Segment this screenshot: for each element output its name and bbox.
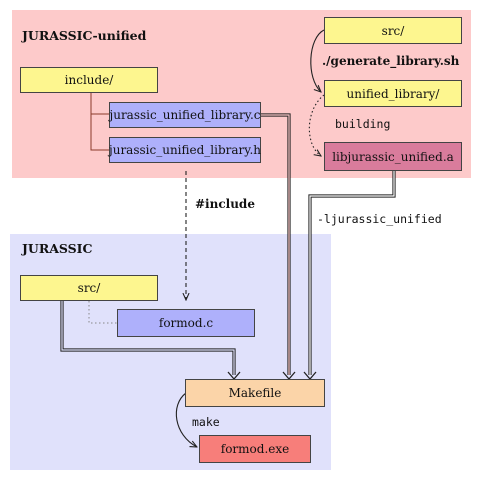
unified-library-c-node: jurassic_unified_library.c bbox=[109, 102, 261, 128]
link-makefile-edge bbox=[308, 171, 396, 375]
src-formod-edge bbox=[88, 301, 117, 324]
generate-label: ./generate_library.sh bbox=[322, 54, 460, 68]
formod-c-node: formod.c bbox=[117, 309, 255, 337]
include-tree-edge bbox=[90, 93, 109, 151]
libjurassic-unified-node: libjurassic_unified.a bbox=[324, 142, 462, 171]
make-label: make bbox=[192, 415, 220, 429]
makefile-node: Makefile bbox=[185, 379, 325, 407]
link-flag-label: -ljurassic_unified bbox=[317, 212, 442, 226]
include-label: #include bbox=[195, 197, 255, 211]
include-dir-node: include/ bbox=[20, 67, 158, 93]
unified-library-dir-node: unified_library/ bbox=[324, 80, 462, 107]
jurassic-unified-group-title: JURASSIC-unified bbox=[22, 28, 147, 43]
make-edge bbox=[175, 392, 197, 447]
unified-src-node: src/ bbox=[324, 17, 462, 44]
library-makefile-edge bbox=[261, 113, 291, 375]
jurassic-group-title: JURASSIC bbox=[22, 241, 93, 256]
formod-exe-node: formod.exe bbox=[199, 435, 311, 463]
unified-library-h-node: jurassic_unified_library.h bbox=[109, 137, 261, 163]
building-label: building bbox=[335, 117, 391, 131]
generate-edge bbox=[310, 29, 325, 92]
jurassic-group bbox=[10, 234, 331, 470]
building-edge bbox=[308, 94, 325, 156]
jurassic-src-node: src/ bbox=[20, 275, 158, 301]
